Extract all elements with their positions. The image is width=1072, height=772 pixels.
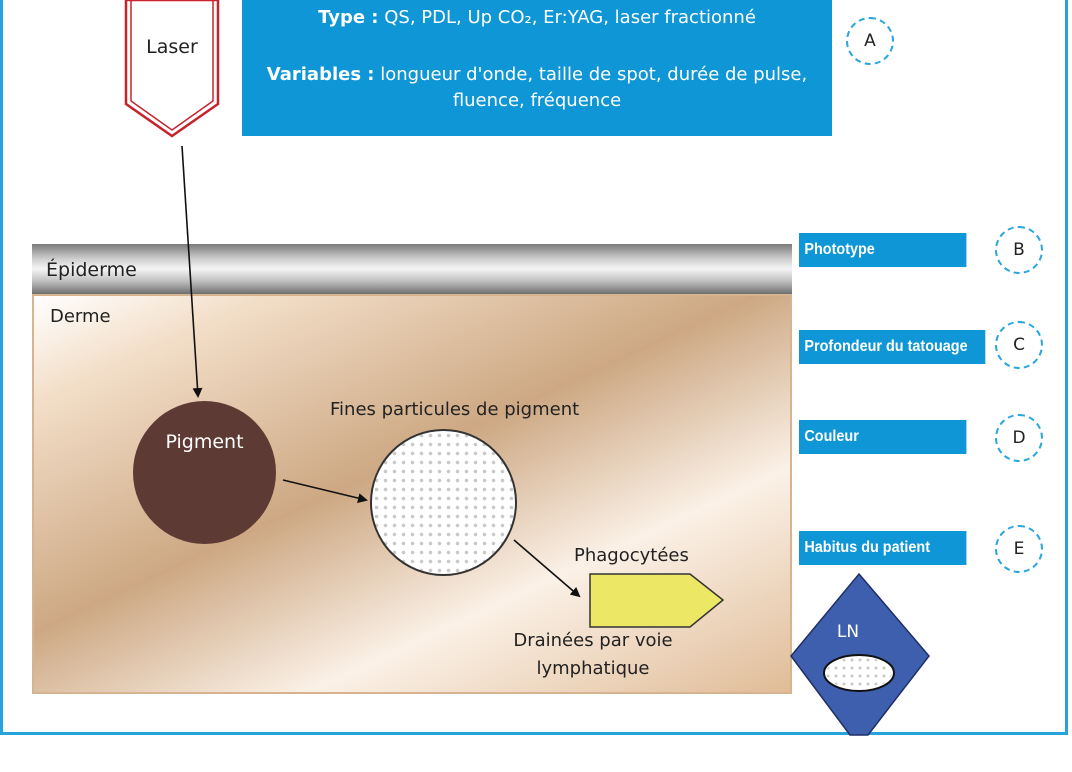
diagram-frame: [0, 0, 1068, 735]
particles-to-phagocyte-arrow: [513, 539, 581, 598]
pigment-circle: [133, 401, 276, 544]
epiderme-label: Épiderme: [46, 259, 137, 281]
phagocytees-label: Phagocytées: [574, 545, 689, 566]
type-label: Type :: [318, 7, 379, 28]
lymph-node-ellipse-dots: [826, 657, 892, 689]
laser-info-box: Type : QS, PDL, Up CO₂, Er:YAG, laser fr…: [242, 0, 832, 136]
lymph-node-label: LN: [836, 622, 860, 642]
phagocyte-shape: [589, 573, 725, 628]
type-text: QS, PDL, Up CO₂, Er:YAG, laser fractionn…: [384, 7, 756, 28]
fine-particles-circle: [370, 429, 517, 576]
laser-to-pigment-arrow: [181, 145, 203, 398]
variables-line: Variables : longueur d'onde, taille de s…: [242, 62, 832, 114]
laser-pointer-shape: [124, 0, 220, 138]
badge-c: C: [995, 321, 1043, 369]
pigment-to-particles-arrow: [282, 479, 368, 503]
badge-e: E: [995, 525, 1043, 573]
badge-a: A: [846, 17, 894, 65]
factor-couleur: Couleur: [799, 420, 967, 454]
fine-particles-label: Fines particules de pigment: [330, 399, 580, 420]
derme-label: Derme: [50, 306, 111, 327]
factor-habitus: Habitus du patient: [799, 531, 967, 565]
pigment-label: Pigment: [165, 431, 244, 453]
badge-d: D: [995, 414, 1043, 462]
drainees-label: Drainées par voie lymphatique: [513, 630, 673, 679]
type-line: Type : QS, PDL, Up CO₂, Er:YAG, laser fr…: [242, 5, 832, 31]
factor-profondeur: Profondeur du tatouage: [799, 330, 986, 364]
variables-label: Variables :: [266, 64, 375, 85]
badge-b: B: [995, 226, 1043, 274]
laser-pointer-inner-outline: [130, 0, 214, 131]
epiderme-layer: [32, 244, 792, 294]
laser-label: Laser: [146, 36, 198, 58]
factor-phototype: Phototype: [799, 233, 967, 267]
variables-text: longueur d'onde, taille de spot, durée d…: [380, 64, 808, 111]
